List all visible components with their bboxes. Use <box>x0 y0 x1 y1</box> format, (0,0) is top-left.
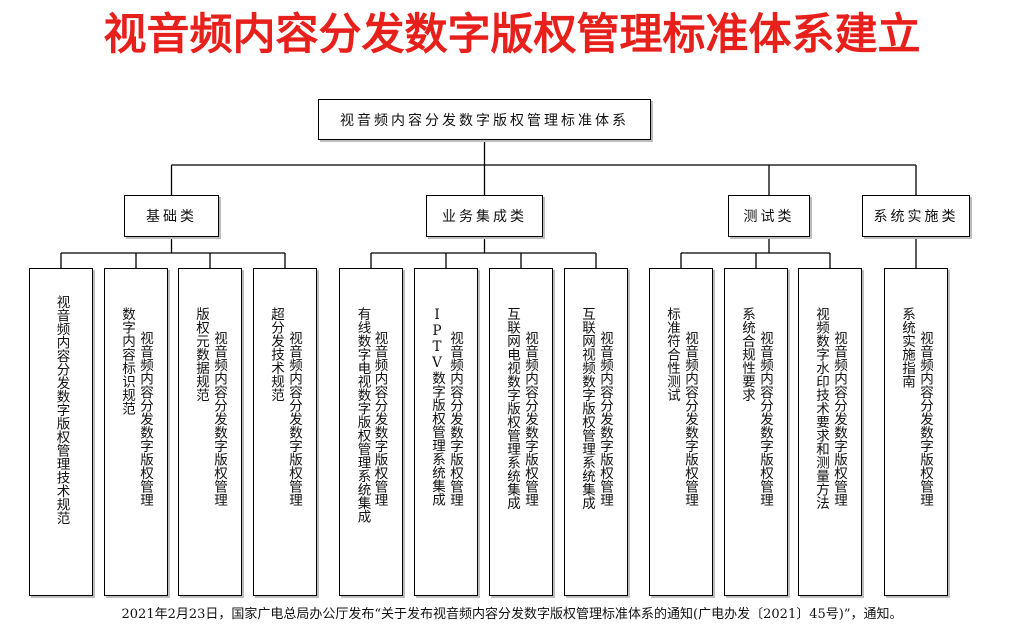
standard-text-column: 视音频内容分发数字版权管理 <box>286 331 302 507</box>
standard-text-column: 系统合规性要求 <box>739 307 755 402</box>
standard-text-column: 标准符合性测试 <box>664 307 680 402</box>
category-node: 业务集成类 <box>426 195 543 237</box>
standard-text-column: 互联网电视数字版权管理系统集成 <box>504 307 520 510</box>
standard-text-column: 视音频内容分发数字版权管理 <box>917 331 933 507</box>
standard-text-column: 视音频内容分发数字版权管理 <box>682 331 698 507</box>
standard-node: 视音频内容分发数字版权管理技术规范 <box>29 268 93 596</box>
standard-text-column: 视音频内容分发数字版权管理 <box>371 331 388 507</box>
standard-text-column: IPTV数字版权管理系统集成 <box>429 307 445 506</box>
footer-note: 2021年2月23日，国家广电总局办公厅发布“关于发布视音频内容分发数字版权管理… <box>121 607 903 622</box>
standard-node: 视音频内容分发数字版权管理有线数字电视数字版权管理系统集成 <box>339 268 403 596</box>
category-node: 测试类 <box>728 195 810 237</box>
standard-node: 视音频内容分发数字版权管理标准符合性测试 <box>649 268 713 596</box>
standard-text-column: 超分发技术规范 <box>268 307 284 402</box>
standard-node: 视音频内容分发数字版权管理系统实施指南 <box>884 268 948 596</box>
standard-text-column: 视音频内容分发数字版权管理 <box>211 331 227 507</box>
category-node: 基础类 <box>124 195 219 237</box>
standard-text-column: 视音频内容分发数字版权管理 <box>522 331 538 507</box>
standard-node: 视音频内容分发数字版权管理互联网视频数字版权管理系统集成 <box>564 268 628 596</box>
standard-text-column: 系统实施指南 <box>899 307 915 388</box>
standard-text-column: 有线数字电视数字版权管理系统集成 <box>354 307 371 523</box>
category-node: 系统实施类 <box>862 195 970 237</box>
standard-text-column: 视音频内容分发数字版权管理 <box>757 331 773 507</box>
page-title: 视音频内容分发数字版权管理标准体系建立 <box>103 10 921 60</box>
standard-node: 视音频内容分发数字版权管理版权元数据规范 <box>178 268 242 596</box>
standard-node: 视音频内容分发数字版权管理互联网电视数字版权管理系统集成 <box>489 268 553 596</box>
standard-text-column: 视频数字水印技术要求和测量方法 <box>813 307 829 510</box>
standard-text-column: 视音频内容分发数字版权管理 <box>597 331 613 507</box>
standard-node: 视音频内容分发数字版权管理视频数字水印技术要求和测量方法 <box>798 268 862 596</box>
standard-text-column: 数字内容标识规范 <box>119 307 135 415</box>
standard-text-column: 视音频内容分发数字版权管理技术规范 <box>53 295 70 525</box>
standard-node: 视音频内容分发数字版权管理超分发技术规范 <box>253 268 317 596</box>
standard-text-column: 视音频内容分发数字版权管理 <box>447 331 463 507</box>
standard-text-column: 版权元数据规范 <box>193 307 209 402</box>
root-node: 视音频内容分发数字版权管理标准体系 <box>318 99 651 140</box>
standard-text-column: 互联网视频数字版权管理系统集成 <box>579 307 595 510</box>
standard-text-column: 视音频内容分发数字版权管理 <box>831 331 847 507</box>
standard-node: 视音频内容分发数字版权管理系统合规性要求 <box>724 268 788 596</box>
standard-text-column: 视音频内容分发数字版权管理 <box>137 331 153 507</box>
standard-node: 视音频内容分发数字版权管理数字内容标识规范 <box>104 268 168 596</box>
